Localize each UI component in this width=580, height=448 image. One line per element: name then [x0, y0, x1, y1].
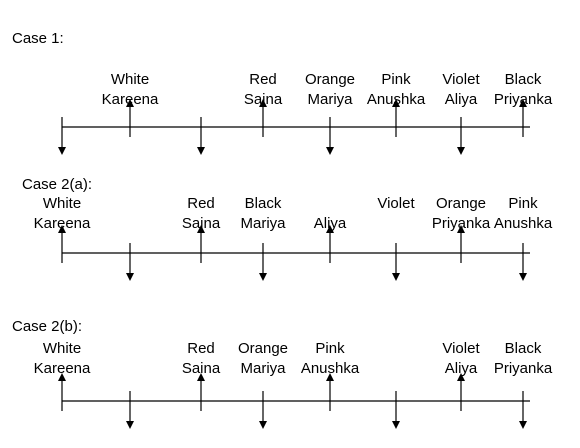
seat-color-label: Violet: [377, 195, 415, 212]
arrow-down-head: [392, 273, 400, 281]
seat-position: [392, 391, 400, 429]
seat-person-name: Anushka: [494, 215, 553, 232]
case-title: Case 2(a):: [22, 176, 92, 193]
seat-person-name: Kareena: [102, 91, 159, 108]
arrow-down-head: [126, 421, 134, 429]
seat-color-label: Red: [187, 340, 215, 357]
seat-color-label: Red: [187, 195, 215, 212]
arrow-down-head: [126, 273, 134, 281]
case-group: Case 1:WhiteKareenaRedSainaOrangeMariyaP…: [12, 30, 553, 155]
arrow-down-head: [58, 147, 66, 155]
seat-color-label: Violet: [442, 340, 480, 357]
arrow-up-head: [326, 373, 334, 381]
seat-person-name: Aliya: [314, 215, 347, 232]
seat-color-label: Black: [505, 340, 542, 357]
seat-person-name: Anushka: [301, 360, 360, 377]
seat-color-label: Red: [249, 71, 277, 88]
case-title: Case 1:: [12, 30, 64, 47]
arrow-up-head: [58, 373, 66, 381]
arrow-down-head: [197, 147, 205, 155]
seat-position: [197, 117, 205, 155]
arrow-up-head: [126, 99, 134, 107]
arrow-down-head: [326, 147, 334, 155]
seat-color-label: Black: [505, 71, 542, 88]
seat-position: [58, 117, 66, 155]
arrow-down-head: [392, 421, 400, 429]
arrow-up-head: [457, 225, 465, 233]
seat-person-name: Aliya: [445, 360, 478, 377]
seat-person-name: Priyanka: [432, 215, 491, 232]
arrow-up-head: [259, 99, 267, 107]
seat-person-name: Saina: [182, 215, 221, 232]
seat-person-name: Saina: [244, 91, 283, 108]
seat-color-label: Orange: [436, 195, 486, 212]
arrow-up-head: [519, 99, 527, 107]
seat-color-label: Pink: [381, 71, 411, 88]
seat-person-name: Mariya: [307, 91, 353, 108]
seat-position: Aliya: [314, 215, 347, 263]
seat-person-name: Kareena: [34, 360, 91, 377]
seat-color-label: Black: [245, 195, 282, 212]
arrow-down-head: [519, 273, 527, 281]
seat-color-label: White: [111, 71, 149, 88]
arrow-up-head: [197, 225, 205, 233]
seat-person-name: Anushka: [367, 91, 426, 108]
seat-color-label: Orange: [238, 340, 288, 357]
seat-color-label: White: [43, 195, 81, 212]
seat-color-label: Orange: [305, 71, 355, 88]
seat-person-name: Mariya: [240, 360, 286, 377]
arrow-up-head: [326, 225, 334, 233]
arrow-down-head: [519, 421, 527, 429]
seat-color-label: Violet: [442, 71, 480, 88]
arrow-down-head: [259, 421, 267, 429]
seat-person-name: Priyanka: [494, 91, 553, 108]
arrow-down-head: [259, 273, 267, 281]
seat-person-name: Saina: [182, 360, 221, 377]
seat-color-label: White: [43, 340, 81, 357]
seat-position: [126, 391, 134, 429]
seat-color-label: Pink: [315, 340, 345, 357]
arrow-up-head: [58, 225, 66, 233]
seat-color-label: Pink: [508, 195, 538, 212]
seat-position: [126, 243, 134, 281]
arrow-down-head: [457, 147, 465, 155]
arrow-up-head: [392, 99, 400, 107]
seat-person-name: Aliya: [445, 91, 478, 108]
seat-position: Violet: [377, 195, 415, 281]
seat-person-name: Mariya: [240, 215, 286, 232]
seat-person-name: Priyanka: [494, 360, 553, 377]
case-title: Case 2(b):: [12, 318, 82, 335]
arrow-up-head: [197, 373, 205, 381]
arrow-up-head: [457, 373, 465, 381]
seat-person-name: Kareena: [34, 215, 91, 232]
